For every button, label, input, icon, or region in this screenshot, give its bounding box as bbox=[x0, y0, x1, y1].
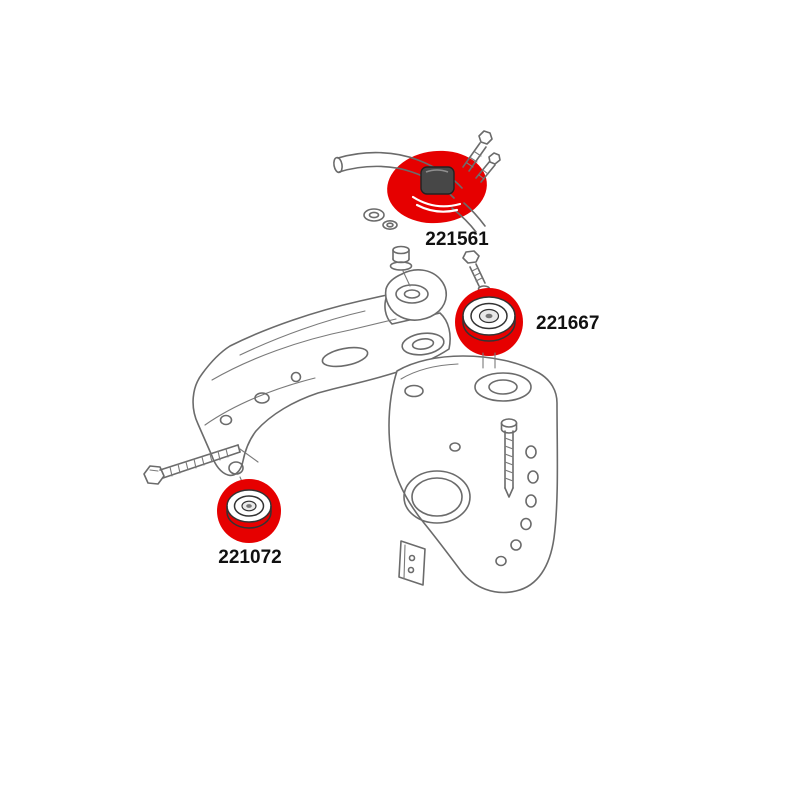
callout-middle: 221667 bbox=[536, 313, 599, 334]
front-bushing bbox=[226, 489, 272, 529]
front-bolt bbox=[143, 444, 259, 485]
sway-bar-washers bbox=[363, 208, 398, 231]
rear-bushing-bolt bbox=[462, 250, 491, 293]
rear-bushing bbox=[462, 296, 516, 369]
callout-bottom: 221072 bbox=[218, 547, 281, 568]
subframe-mount-bracket bbox=[384, 269, 448, 321]
subframe bbox=[192, 294, 451, 492]
bracket-nut bbox=[389, 245, 413, 287]
sway-bar-clamp-bolts bbox=[462, 130, 501, 183]
arm-screw bbox=[500, 418, 518, 498]
control-arm bbox=[388, 355, 559, 594]
sway-bar-bushing-block bbox=[411, 166, 462, 213]
callout-top: 221561 bbox=[425, 229, 489, 250]
